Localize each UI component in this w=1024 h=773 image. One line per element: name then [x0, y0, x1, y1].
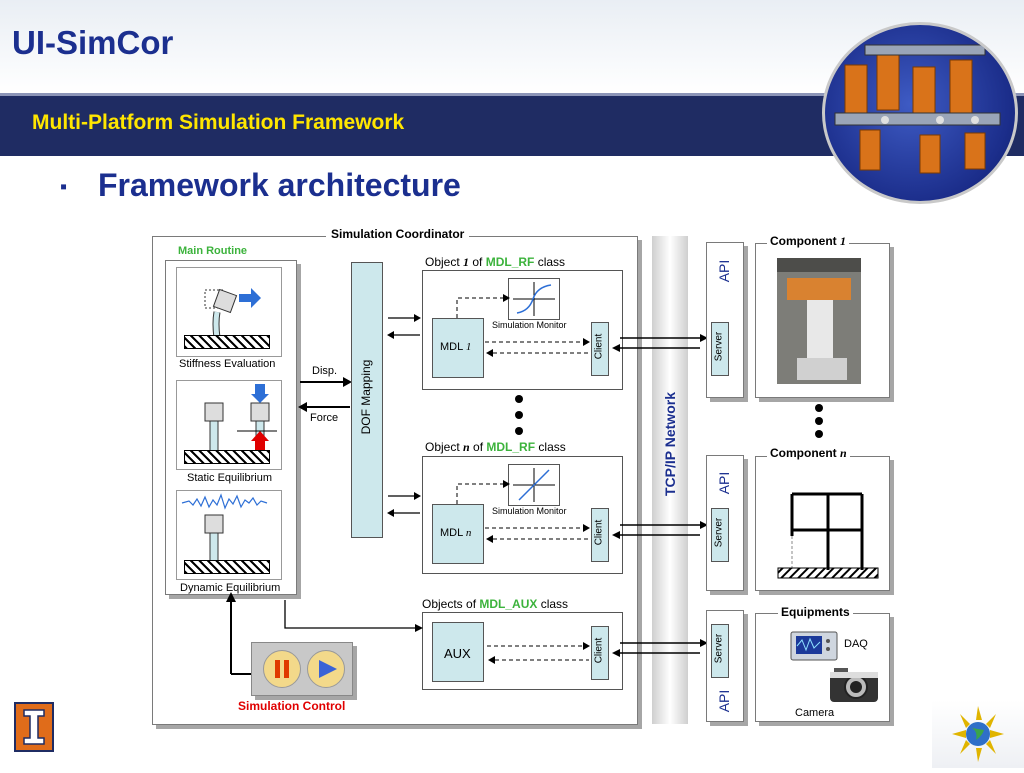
simulation-control-label: Simulation Control: [238, 699, 346, 713]
play-button[interactable]: [307, 650, 345, 688]
sim-monitor-n-label: Simulation Monitor: [492, 506, 567, 516]
aux-prefix: Objects of: [422, 597, 480, 611]
object-n-class: MDL_RF: [486, 440, 536, 454]
component-1-prefix: Component: [770, 234, 840, 248]
object-1-dashed-flow: [456, 294, 590, 357]
force-label: Force: [310, 412, 339, 424]
monitor-graph-icon-n: [513, 468, 555, 502]
static-equilibrium-label: Static Equilibrium: [187, 472, 272, 484]
aux-title: Objects of MDL_AUX class: [422, 597, 568, 611]
object-1-class: MDL_RF: [485, 255, 535, 269]
daq-icon: [790, 631, 838, 661]
server-n-box: [711, 508, 729, 562]
mdl-n-text: MDL: [440, 527, 466, 539]
simulation-coordinator-title: Simulation Coordinator: [326, 227, 470, 241]
component-ellipsis: [815, 404, 823, 438]
mdl-1-box: [432, 318, 484, 378]
aux-label: AUX: [444, 646, 471, 661]
object-n-suffix: class: [535, 440, 566, 454]
block-i-icon: [23, 709, 45, 745]
bullet-marker: ▪: [60, 176, 68, 198]
object-1-prefix: Object: [425, 255, 464, 269]
disp-force-arrows: [298, 377, 352, 412]
mdl-n-index: n: [465, 527, 472, 539]
sim-monitor-1-graph: [508, 278, 560, 320]
api-1-label: API: [716, 259, 732, 283]
client-aux-label: Client: [593, 637, 605, 664]
globe-icon: [952, 706, 1004, 762]
university-logo: [14, 702, 54, 752]
stiffness-evaluation-label: Stiffness Evaluation: [179, 358, 276, 370]
object-1-index: 1: [463, 255, 470, 269]
slide-title: UI-SimCor: [12, 24, 174, 61]
server-n-label: Server: [713, 517, 725, 548]
test-specimen-photo: [777, 258, 861, 384]
client-aux-box: [591, 626, 609, 680]
api-equip-label: API: [716, 689, 732, 713]
mdl-1-text: MDL: [440, 341, 466, 353]
sim-monitor-1-label: Simulation Monitor: [492, 320, 567, 330]
section-heading: Framework architecture: [98, 167, 461, 203]
static-base: [184, 450, 270, 464]
mdl-n-label: MDL n: [440, 527, 471, 539]
api-n-label: API: [716, 471, 732, 495]
server-equip-label: Server: [713, 633, 725, 664]
object-n-prefix: Object: [425, 440, 464, 454]
client-n-box: [591, 508, 609, 562]
dynamic-base: [184, 560, 270, 574]
sim-monitor-n-graph: [508, 464, 560, 506]
mdl-1-label: MDL 1: [440, 341, 471, 353]
object-1-title: Object 1 of MDL_RF class: [425, 255, 565, 270]
component-n-index: n: [840, 446, 847, 460]
component-n-title: Component n: [767, 446, 850, 461]
equipments-title: Equipments: [778, 605, 853, 619]
component-n-prefix: Component: [770, 446, 840, 460]
server-1-box: [711, 322, 729, 376]
mdl-n-box: [432, 504, 484, 564]
client-n-label: Client: [593, 519, 605, 546]
object-n-dashed-flow: [456, 480, 590, 543]
daq-label: DAQ: [844, 638, 868, 650]
dof-object-arrows: [387, 314, 421, 517]
pause-icon: [275, 660, 289, 678]
component-1-photo: [777, 258, 861, 384]
daq-device: [790, 630, 838, 664]
aux-suffix: class: [537, 597, 569, 611]
aux-inner-box: [432, 622, 484, 682]
aux-dashed-flow: [487, 642, 590, 664]
component-1-title: Component 1: [767, 234, 849, 249]
client-1-box: [591, 322, 609, 376]
play-icon: [319, 660, 337, 678]
camera-icon: [830, 668, 878, 702]
globe-logo: [932, 700, 1024, 768]
dynamic-equilibrium-label: Dynamic Equilibrium: [180, 582, 281, 594]
dynamic-equilibrium-icon: [181, 493, 268, 564]
dof-mapping-bar: [351, 262, 383, 538]
object-n-of: of: [469, 440, 487, 454]
client-1-label: Client: [593, 333, 605, 360]
frame-structure-drawing: [777, 492, 879, 579]
object-1-of: of: [469, 255, 486, 269]
object-ellipsis: [515, 395, 523, 435]
object-1-suffix: class: [534, 255, 566, 269]
component-1-index: 1: [840, 234, 846, 248]
dof-mapping-label: DOF Mapping: [359, 359, 373, 435]
slide-subtitle: Multi-Platform Simulation Framework: [32, 111, 405, 134]
camera-device: [826, 664, 882, 706]
mdl-1-index: 1: [465, 341, 472, 353]
stiffness-base: [184, 335, 270, 349]
object-n-title: Object n of MDL_RF class: [425, 440, 566, 455]
server-1-label: Server: [713, 331, 725, 362]
shake-table-picture: [822, 22, 1018, 204]
camera-label: Camera: [795, 707, 835, 719]
server-equip-box: [711, 624, 729, 678]
object-n-index: n: [463, 440, 470, 454]
disp-label: Disp.: [312, 365, 338, 377]
pause-button[interactable]: [263, 650, 301, 688]
monitor-graph-icon: [513, 282, 555, 316]
aux-class: MDL_AUX: [479, 597, 538, 611]
main-routine-label: Main Routine: [178, 245, 248, 257]
network-arrows: [612, 334, 708, 657]
static-equilibrium-icon: [204, 384, 277, 454]
